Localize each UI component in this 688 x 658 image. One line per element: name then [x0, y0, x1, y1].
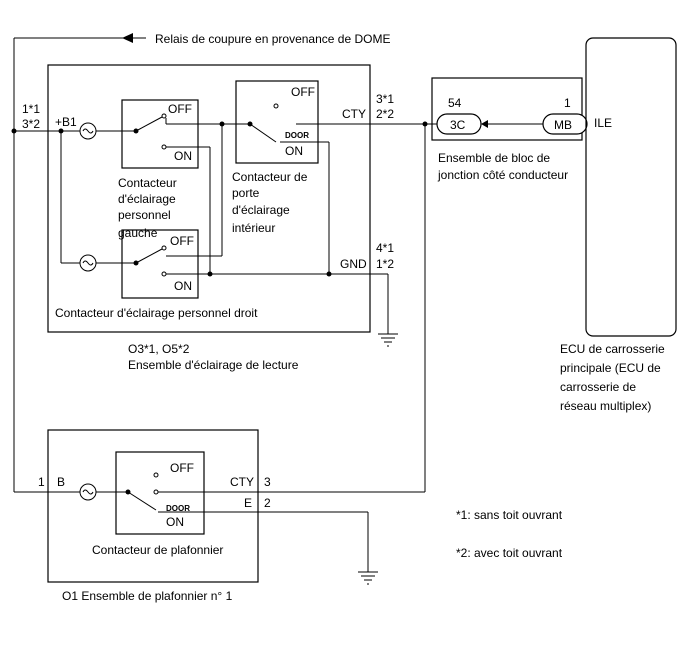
reading-gnd-label: GND — [340, 257, 367, 271]
junction-pin-left: 54 — [448, 96, 462, 110]
left-switch-label-2: d'éclairage — [118, 192, 176, 206]
note-2: *2: avec toit ouvrant — [456, 546, 563, 560]
arrow-left-icon — [481, 120, 488, 128]
dome-switch-box — [115, 451, 205, 535]
right-switch-on: ON — [174, 279, 192, 293]
dome-switch-door: DOOR — [166, 504, 190, 513]
ground-icon — [378, 333, 398, 347]
dome-pin-b: B — [57, 475, 65, 489]
door-switch-label-2: porte — [232, 186, 260, 200]
dome-switch-label: Contacteur de plafonnier — [92, 543, 223, 557]
reading-gnd-pin-2: 1*2 — [376, 257, 394, 271]
b1-label: +B1 — [55, 115, 77, 129]
dome-cty-pin: 3 — [264, 475, 271, 489]
ecu-name-3: carrosserie de — [560, 380, 636, 394]
reading-cty-label: CTY — [342, 107, 366, 121]
ecu-name-1: ECU de carrosserie — [560, 342, 665, 356]
junction-connector-mb — [542, 113, 588, 135]
reading-lamp-codes: O3*1, O5*2 — [128, 342, 190, 356]
left-switch-label-4: gauche — [118, 226, 158, 240]
junction-pin-right: 1 — [564, 96, 571, 110]
reading-cty-pin-2: 2*2 — [376, 107, 394, 121]
junction-name-1: Ensemble de bloc de — [438, 151, 550, 165]
ecu-pin: ILE — [594, 116, 612, 130]
arrow-left-icon — [122, 33, 133, 43]
door-switch-label-3: d'éclairage — [232, 203, 290, 217]
ecu-name-4: réseau multiplex) — [560, 399, 651, 413]
relay-label: Relais de coupure en provenance de DOME — [155, 32, 390, 46]
door-switch-box — [235, 80, 319, 164]
door-switch-door: DOOR — [285, 131, 309, 140]
bulb-icon — [79, 483, 97, 501]
dome-switch-off: OFF — [170, 461, 194, 475]
junction-pin-right-code: MB — [554, 118, 572, 132]
dome-switch-on: ON — [166, 515, 184, 529]
left-switch-box — [121, 99, 199, 169]
door-switch-off: OFF — [291, 85, 315, 99]
bulb-icon — [79, 254, 97, 272]
dome-e-label: E — [244, 496, 252, 510]
left-switch-off: OFF — [168, 102, 192, 116]
right-switch-off: OFF — [170, 234, 194, 248]
junction-pin-left-code: 3C — [450, 118, 466, 132]
junction-name-2: jonction côté conducteur — [437, 168, 568, 182]
dome-pin-b-num: 1 — [38, 475, 45, 489]
ecu-name-2: principale (ECU de — [560, 361, 661, 375]
right-switch-label: Contacteur d'éclairage personnel droit — [55, 306, 258, 320]
ground-icon — [358, 571, 378, 585]
reading-lamp-assembly — [47, 64, 371, 333]
reading-cty-pin-1: 3*1 — [376, 92, 394, 106]
ecu-box — [585, 37, 677, 337]
left-switch-on: ON — [174, 149, 192, 163]
relay-feed: Relais de coupure en provenance de DOME — [13, 32, 390, 492]
door-switch-label-1: Contacteur de — [232, 170, 308, 184]
reading-pin-1: 1*1 — [22, 102, 40, 116]
bulb-icon — [79, 122, 97, 140]
dome-cty-label: CTY — [230, 475, 254, 489]
left-switch-label-1: Contacteur — [118, 176, 177, 190]
dome-e-pin: 2 — [264, 496, 271, 510]
reading-gnd-pin-1: 4*1 — [376, 241, 394, 255]
right-switch-box — [121, 229, 199, 299]
dome-lamp-assembly — [47, 429, 259, 583]
junction-block — [431, 77, 583, 141]
left-switch-label-3: personnel — [118, 208, 171, 222]
dome-name: O1 Ensemble de plafonnier n° 1 — [62, 589, 233, 603]
door-switch-label-4: intérieur — [232, 221, 275, 235]
note-1: *1: sans toit ouvrant — [456, 508, 563, 522]
reading-pin-2: 3*2 — [22, 117, 40, 131]
door-switch-on: ON — [285, 144, 303, 158]
reading-lamp-name: Ensemble d'éclairage de lecture — [128, 358, 299, 372]
